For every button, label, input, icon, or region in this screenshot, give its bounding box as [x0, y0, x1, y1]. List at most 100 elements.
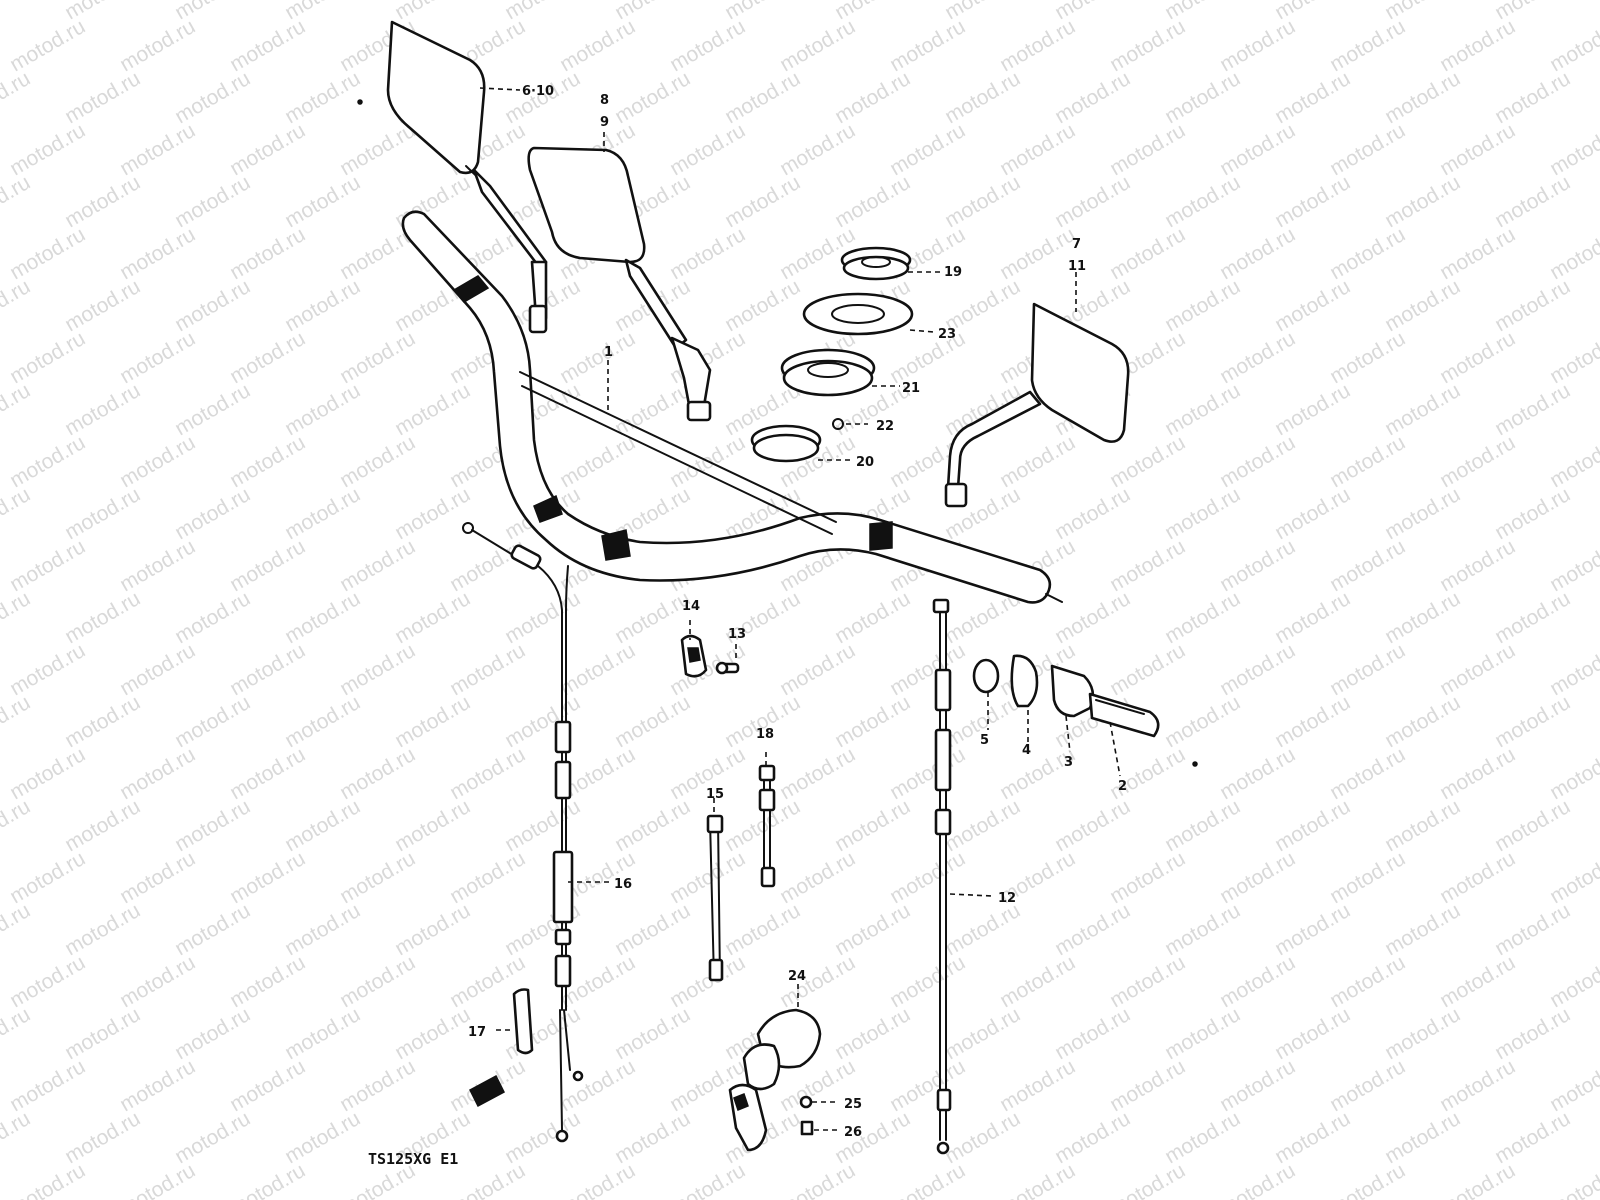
watermark-text: motod.ru — [996, 951, 1079, 1012]
watermark-text: motod.ru — [1381, 275, 1464, 336]
watermark-text: motod.ru — [6, 639, 89, 700]
left-mirror — [386, 20, 548, 334]
watermark-text: motod.ru — [1106, 1055, 1189, 1116]
watermark-text: motod.ru — [611, 67, 694, 128]
watermark-text: motod.ru — [1161, 795, 1244, 856]
watermark-text: motod.ru — [61, 899, 144, 960]
watermark-text: motod.ru — [1546, 1055, 1600, 1116]
watermark-text: motod.ru — [1491, 1003, 1574, 1064]
watermark-text: motod.ru — [886, 15, 969, 76]
watermark-text: motod.ru — [6, 15, 89, 76]
watermark-text: motod.ru — [611, 1107, 694, 1168]
watermark-text: motod.ru — [666, 223, 749, 284]
watermark-text: motod.ru — [941, 899, 1024, 960]
watermark-text: motod.ru — [666, 847, 749, 908]
watermark-text: motod.ru — [171, 1107, 254, 1168]
watermark-text: motod.ru — [1216, 847, 1299, 908]
watermark-text: motod.ru — [1326, 639, 1409, 700]
watermark-text: motod.ru — [1161, 171, 1244, 232]
watermark-text: motod.ru — [1216, 1159, 1299, 1200]
watermark-text: motod.ru — [336, 951, 419, 1012]
watermark-text: motod.ru — [226, 431, 309, 492]
watermark-text: motod.ru — [1271, 1003, 1354, 1064]
watermark-text: motod.ru — [1051, 67, 1134, 128]
watermark-text: motod.ru — [391, 379, 474, 440]
watermark-text: motod.ru — [556, 1159, 639, 1200]
watermark-text: motod.ru — [336, 431, 419, 492]
watermark-text: motod.ru — [776, 847, 859, 908]
throttle-grip — [972, 654, 1160, 738]
watermark-text: motod.ru — [391, 587, 474, 648]
part-label-24: 24 — [788, 969, 806, 984]
watermark-text: motod.ru — [1106, 1159, 1189, 1200]
watermark-text: motod.ru — [1436, 639, 1519, 700]
part-label-8: 8 — [600, 93, 609, 108]
watermark-text: motod.ru — [171, 587, 254, 648]
watermark-text: motod.ru — [226, 847, 309, 908]
watermark-text: motod.ru — [1216, 1055, 1299, 1116]
watermark-text: motod.ru — [1161, 587, 1244, 648]
watermark-text: motod.ru — [1546, 327, 1600, 388]
watermark-text: motod.ru — [1436, 951, 1519, 1012]
watermark-text: motod.ru — [666, 1159, 749, 1200]
watermark-text: motod.ru — [1491, 379, 1574, 440]
watermark-text: motod.ru — [61, 691, 144, 752]
speck — [357, 99, 363, 105]
watermark-text: motod.ru — [886, 743, 969, 804]
watermark-text: motod.ru — [1216, 535, 1299, 596]
watermark-text: motod.ru — [1271, 275, 1354, 336]
watermark-text: motod.ru — [996, 431, 1079, 492]
watermark-text: motod.ru — [611, 1003, 694, 1064]
part-labels: 6·10 8 9 7 11 1 19 23 21 22 20 14 13 5 4… — [468, 84, 1127, 1140]
watermark-text: motod.ru — [776, 639, 859, 700]
watermark-text: motod.ru — [61, 67, 144, 128]
watermark-text: motod.ru — [1326, 327, 1409, 388]
watermark-text: motod.ru — [226, 743, 309, 804]
watermark-text: motod.ru — [1326, 431, 1409, 492]
watermark-text: motod.ru — [0, 0, 34, 24]
watermark-text: motod.ru — [116, 951, 199, 1012]
watermark-text: motod.ru — [1051, 587, 1134, 648]
watermark-text: motod.ru — [6, 847, 89, 908]
watermark-text: motod.ru — [1381, 899, 1464, 960]
watermark-text: motod.ru — [1491, 795, 1574, 856]
watermark-text: motod.ru — [1051, 899, 1134, 960]
watermark-text: motod.ru — [171, 67, 254, 128]
watermark-text: motod.ru — [391, 1003, 474, 1064]
watermark-text: motod.ru — [1216, 743, 1299, 804]
watermark-text: motod.ru — [1216, 327, 1299, 388]
watermark-text: motod.ru — [1106, 951, 1189, 1012]
watermark-text: motod.ru — [391, 483, 474, 544]
watermark-text: motod.ru — [611, 691, 694, 752]
handlebar — [401, 210, 1063, 604]
watermark-text: motod.ru — [336, 327, 419, 388]
watermark-text: motod.ru — [116, 327, 199, 388]
watermark-text: motod.ru — [831, 587, 914, 648]
watermark-text: motod.ru — [1326, 535, 1409, 596]
watermark-text: motod.ru — [1381, 379, 1464, 440]
watermark-text: motod.ru — [281, 691, 364, 752]
part-label-26: 26 — [844, 1125, 862, 1140]
watermark-text: motod.ru — [1436, 535, 1519, 596]
part-label-2: 2 — [1118, 779, 1127, 794]
watermark-text: motod.ru — [116, 15, 199, 76]
part-label-3: 3 — [1064, 755, 1073, 770]
watermark-text: motod.ru — [611, 899, 694, 960]
watermark-text: motod.ru — [776, 1159, 859, 1200]
watermark-text: motod.ru — [1051, 1107, 1134, 1168]
cable-adjuster — [680, 634, 740, 678]
watermark-text: motod.ru — [281, 587, 364, 648]
part-label-7: 7 — [1072, 237, 1081, 252]
watermark-text: motod.ru — [446, 535, 529, 596]
watermark-text: motod.ru — [721, 171, 804, 232]
watermark-text: motod.ru — [1271, 67, 1354, 128]
part-label-1: 1 — [604, 345, 613, 360]
watermark-text: motod.ru — [1216, 223, 1299, 284]
watermark-text: motod.ru — [281, 1107, 364, 1168]
watermark-text: motod.ru — [831, 795, 914, 856]
watermark-text: motod.ru — [1271, 1107, 1354, 1168]
watermark-text: motod.ru — [501, 1003, 584, 1064]
watermark-text: motod.ru — [1436, 119, 1519, 180]
watermark-text: motod.ru — [116, 223, 199, 284]
watermark-text: motod.ru — [61, 1107, 144, 1168]
